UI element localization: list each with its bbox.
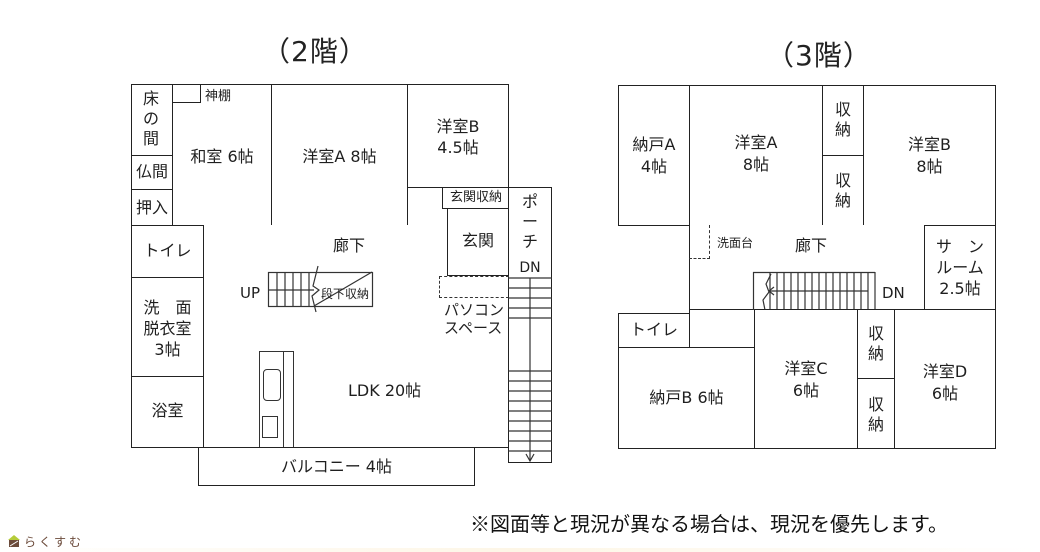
sunroom-label-2: ルーム (936, 258, 984, 277)
tokonoma: 床 の 間 (131, 84, 173, 156)
youshitsu-b-2f-label-1: 洋室B (436, 117, 480, 136)
kitchen-sink (263, 369, 281, 401)
oshiire: 押入 (131, 189, 173, 226)
kamidana-label: 神棚 (205, 89, 232, 104)
sink-outline (689, 225, 710, 259)
under-stairs-storage-label: 段下収納 (321, 287, 370, 301)
oshiire-label: 押入 (135, 198, 168, 217)
pc-space-label-2: スペース (444, 319, 503, 337)
corridor-3f-area (689, 225, 925, 310)
sunroom-label-1: サ ン (935, 237, 984, 256)
toilet-2f: トイレ (131, 225, 204, 278)
disclaimer-note: ※図面等と現況が異なる場合は、現況を優先します。 (470, 512, 948, 536)
storage-1-3f: 収 納 (822, 85, 864, 156)
toilet-2f-label: トイレ (143, 241, 192, 260)
youshitsu-b-2f-label-2: 4.5帖 (437, 138, 479, 157)
logo-text: らくすむ (24, 535, 85, 549)
storage-2-label-1: 収 (834, 171, 851, 190)
bathroom-2f: 浴室 (131, 376, 204, 448)
youshitsu-a-2f: 洋室A 8帖 (271, 84, 408, 226)
porch-label-1: ポ (521, 192, 538, 211)
kitchen-counter-divider (283, 352, 284, 447)
storage-4-label-2: 納 (867, 415, 884, 434)
youshitsu-c-label-1: 洋室C (784, 359, 828, 378)
interior-stairs-3f (752, 271, 876, 311)
kamidana-box (172, 84, 201, 103)
nando-a-label-2: 4帖 (640, 157, 668, 176)
genkan: 玄関 (447, 208, 509, 276)
interior-stairs-2f (267, 265, 374, 313)
corridor-2f-label: 廊下 (333, 236, 366, 255)
storage-4-3f: 収 納 (857, 378, 895, 449)
youshitsu-a-3f-label-1: 洋室A (734, 133, 778, 152)
youshitsu-c-3f: 洋室C 6帖 (754, 309, 858, 449)
washroom-label-2: 脱衣室 (143, 319, 192, 338)
bathroom-label: 浴室 (151, 401, 184, 420)
storage-2-3f: 収 納 (822, 155, 864, 226)
corridor-3f-lower (689, 309, 755, 347)
storage-3-label-1: 収 (867, 324, 884, 343)
washroom-label-1: 洗 面 (143, 298, 192, 317)
storage-3-3f: 収 納 (857, 309, 895, 379)
toilet-3f-label: トイレ (629, 320, 678, 339)
youshitsu-d-3f: 洋室D 6帖 (894, 309, 996, 449)
tokonoma-label-1: 床 (142, 89, 159, 108)
nando-a-label-1: 納戸A (632, 135, 676, 154)
porch-label-2: ー (521, 212, 538, 231)
youshitsu-b-2f: 洋室B 4.5帖 (407, 84, 509, 188)
butsuma: 仏間 (131, 155, 173, 190)
genkan-storage-label: 玄関収納 (449, 190, 502, 205)
kitchen-counter (259, 351, 294, 448)
storage-1-label-2: 納 (834, 120, 851, 139)
stairs-dn-3f-label: DN (882, 284, 905, 302)
balcony: バルコニー 4帖 (198, 447, 475, 486)
porch-label-3: チ (521, 232, 538, 251)
washroom-label-3: 3帖 (154, 340, 181, 359)
logo-house-icon (8, 535, 20, 547)
pc-space-outline (439, 276, 509, 298)
tokonoma-label-2: の (142, 109, 159, 128)
floor2-title: （2階） (262, 35, 368, 68)
sunroom: サ ン ルーム 2.5帖 (924, 225, 996, 310)
ldk-label: LDK 20帖 (348, 381, 422, 400)
sink-label: 洗面台 (717, 236, 754, 250)
storage-1-label-1: 収 (834, 100, 851, 119)
storage-4-label-1: 収 (867, 395, 884, 414)
bottom-decoration (0, 548, 1040, 552)
pc-space-label-1: パソコン (444, 301, 505, 319)
exterior-stairs (508, 277, 552, 463)
butsuma-label: 仏間 (135, 162, 168, 181)
genkan-storage: 玄関収納 (442, 187, 510, 209)
nando-b: 納戸B 6帖 (618, 347, 755, 449)
storage-2-label-2: 納 (834, 191, 851, 210)
sunroom-label-3: 2.5帖 (939, 279, 981, 298)
youshitsu-a-3f-label-2: 8帖 (742, 155, 770, 174)
toilet-3f: トイレ (618, 313, 690, 348)
youshitsu-d-label-2: 6帖 (931, 384, 959, 403)
washitsu-label: 和室 6帖 (190, 147, 254, 166)
youshitsu-b-3f: 洋室B 8帖 (863, 85, 996, 226)
genkan-label: 玄関 (461, 231, 494, 250)
nando-a: 納戸A 4帖 (618, 85, 690, 226)
youshitsu-b-3f-label-2: 8帖 (916, 157, 943, 176)
youshitsu-d-label-1: 洋室D (922, 362, 968, 381)
corridor-3f-label: 廊下 (795, 236, 828, 255)
washroom-2f: 洗 面 脱衣室 3帖 (131, 277, 204, 377)
youshitsu-c-label-2: 6帖 (792, 381, 820, 400)
washitsu: 神棚 和室 6帖 (172, 84, 272, 226)
youshitsu-b-3f-label-1: 洋室B (908, 135, 951, 154)
nando-b-label: 納戸B 6帖 (649, 388, 724, 407)
youshitsu-a-3f: 洋室A 8帖 (689, 85, 823, 226)
kitchen-stove (262, 416, 278, 438)
stairs-up-label: UP (240, 284, 261, 302)
floor3-title: （3階） (766, 39, 872, 72)
storage-3-label-2: 納 (867, 344, 884, 363)
porch-dn-label: DN (519, 260, 541, 276)
balcony-label: バルコニー 4帖 (281, 457, 392, 476)
tokonoma-label-3: 間 (142, 129, 159, 148)
youshitsu-a-2f-label: 洋室A 8帖 (302, 147, 377, 166)
